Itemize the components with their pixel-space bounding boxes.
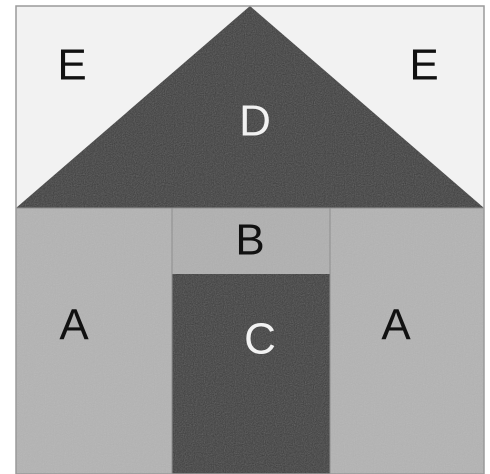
wall-piece-a-left [16,208,172,474]
label-a-right: A [381,301,411,350]
label-a-left: A [59,301,89,350]
door-piece-c [172,274,330,474]
label-c: C [244,315,276,364]
label-e-right: E [409,41,438,90]
label-d: D [239,97,271,146]
label-e-left: E [57,41,86,90]
label-b: B [235,216,264,265]
